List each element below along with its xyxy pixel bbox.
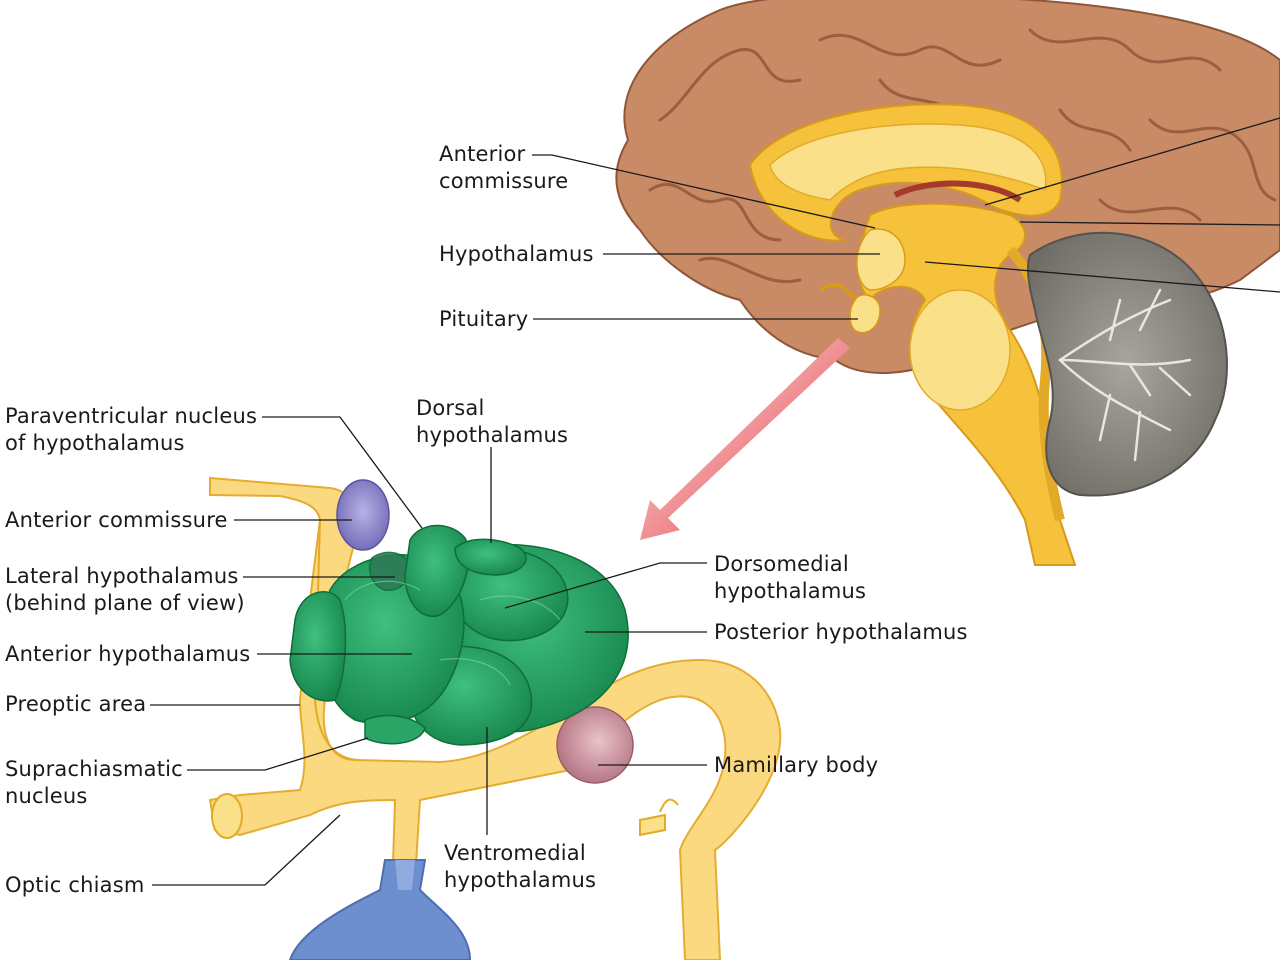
label-anterior-hypothalamus: Anterior hypothalamus: [5, 642, 251, 666]
arbor-vitae: [1058, 288, 1192, 462]
label-pituitary: Pituitary: [439, 307, 529, 331]
pituitary-blue: [288, 859, 472, 961]
label-posterior: Posterior hypothalamus: [714, 620, 968, 644]
brain-sagittal: [615, 0, 1280, 566]
label-dorsomedial: Dorsomedial hypothalamus: [714, 552, 867, 603]
stalk-stub: [639, 813, 666, 837]
pituitary-gland: [849, 294, 881, 334]
dorsal-nucleus: [454, 538, 527, 576]
lateral-ventricle: [769, 123, 1047, 201]
label-anterior-commissure-brain: Anterior commissure: [439, 142, 569, 193]
suprachiasmatic-nucleus: [364, 714, 426, 745]
hypothalamus-detail: [208, 476, 782, 961]
third-ventricle-wall: [313, 519, 361, 761]
label-ventromedial: Ventromedial hypothalamus: [444, 841, 597, 892]
pons: [909, 289, 1011, 411]
label-anterior-commissure: Anterior commissure: [5, 508, 228, 532]
paraventricular-nucleus: [404, 524, 470, 618]
label-paraventricular: Paraventricular nucleus of hypothalamus: [5, 404, 258, 455]
label-lateral: Lateral hypothalamus (behind plane of vi…: [5, 564, 245, 615]
label-dorsal: Dorsal hypothalamus: [416, 396, 569, 447]
preoptic-nucleus: [289, 591, 347, 702]
hypothalamic-nuclei: [289, 524, 629, 746]
mamillary-body-shape: [556, 706, 634, 784]
label-hypothalamus: Hypothalamus: [439, 242, 594, 266]
anterior-commissure-body: [336, 479, 390, 551]
fornix: [893, 180, 1022, 203]
optic-nerve: [818, 282, 857, 302]
label-optic-chiasm: Optic chiasm: [5, 873, 145, 897]
optic-nerve-cut: [211, 793, 243, 839]
zoom-arrow: [640, 338, 850, 540]
label-preoptic: Preoptic area: [5, 692, 147, 716]
detail-leader-lines: [150, 416, 707, 886]
lateral-nucleus: [368, 551, 411, 591]
label-mamillary: Mamillary body: [714, 753, 879, 777]
label-suprachiasmatic: Suprachiasmatic nucleus: [5, 757, 183, 808]
hypothalamus-region: [856, 228, 906, 291]
brain-leader-lines: [532, 117, 1280, 320]
